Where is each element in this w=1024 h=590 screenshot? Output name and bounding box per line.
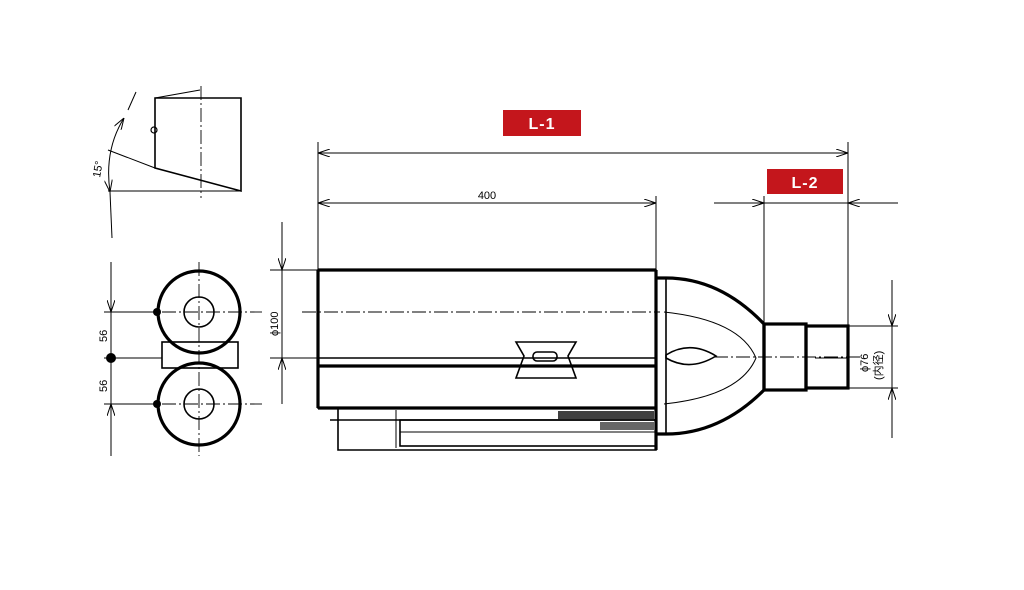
muffler-side-view — [302, 268, 864, 451]
tail-angle-view: 15° — [91, 86, 242, 239]
inlet-diameter-note: (内径) — [871, 351, 885, 380]
badge-l2: L-2 — [767, 169, 843, 194]
pitch-upper-label: 56 — [98, 330, 110, 342]
tail-angle-label: 15° — [91, 160, 106, 178]
end-view: 56 56 — [98, 262, 262, 456]
dimension-inlet-diameter: ϕ76 (内径) — [848, 280, 898, 438]
body-length-label: 400 — [478, 190, 496, 202]
body-diameter-label: ϕ100 — [269, 311, 281, 336]
dimension-l2 — [714, 196, 898, 324]
dimension-400: 400 — [318, 190, 657, 270]
badge-l1: L-1 — [503, 110, 581, 136]
dimension-body-diameter: ϕ100 — [269, 222, 318, 404]
inlet-diameter-label: ϕ76 — [859, 354, 871, 372]
pitch-lower-label: 56 — [98, 380, 110, 392]
badge-l2-text: L-2 — [792, 175, 819, 192]
badge-l1-text: L-1 — [529, 116, 556, 133]
